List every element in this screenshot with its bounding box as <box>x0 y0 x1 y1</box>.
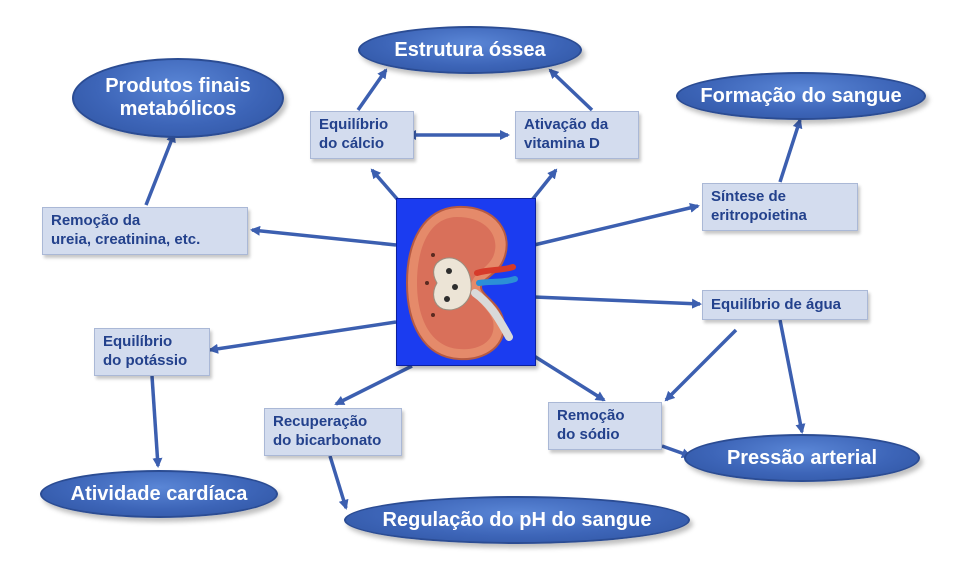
produtos-finais-label: Produtos finais metabólicos <box>105 75 251 120</box>
equilibrio-potassio-label: Equilíbrio do potássio <box>103 333 188 369</box>
atividade-cardiaca-label: Atividade cardíaca <box>70 482 248 505</box>
formacao-sangue-label: Formação do sangue <box>700 84 902 107</box>
arrow-center-to-potassio <box>208 320 397 354</box>
equilibrio-calcio-label: Equilíbrio do cálcio <box>319 116 389 152</box>
equilibrio-agua-label: Equilíbrio de água <box>711 295 842 313</box>
box-remocao-ureia: Remoção da ureia, creatinina, etc. <box>42 207 248 255</box>
box-equilibrio-calcio: Equilíbrio do cálcio <box>310 111 414 159</box>
arrow-center-to-bicarbonato <box>334 364 413 406</box>
box-recuperacao-bicarbonato: Recuperação do bicarbonato <box>264 408 402 456</box>
box-sintese-eritropoietina: Síntese de eritropoietina <box>702 183 858 231</box>
oval-regulacao-ph: Regulação do pH do sangue <box>344 496 690 544</box>
pressao-arterial-label: Pressão arterial <box>726 446 878 469</box>
kidney-image <box>396 198 536 366</box>
box-ativacao-vitamina-d: Ativação da vitamina D <box>515 111 639 159</box>
oval-estrutura-ossea: Estrutura óssea <box>358 26 582 74</box>
arrow-center-to-sodio <box>533 354 606 402</box>
arrow-agua-to-sodio <box>664 328 738 402</box>
oval-pressao-arterial: Pressão arterial <box>684 434 920 482</box>
remocao-sodio-label: Remoção do sódio <box>557 407 625 443</box>
kidney-icon <box>405 205 518 361</box>
arrow-center-to-vitamina-d <box>530 168 558 202</box>
box-remocao-sodio: Remoção do sódio <box>548 402 662 450</box>
oval-produtos-finais: Produtos finais metabólicos <box>72 58 284 138</box>
arrow-center-to-calcio <box>370 168 400 202</box>
arrow-center-to-agua <box>533 295 702 309</box>
oval-formacao-sangue: Formação do sangue <box>676 72 926 120</box>
oval-atividade-cardiaca: Atividade cardíaca <box>40 470 278 518</box>
arrow-bicarbonato-to-ph <box>328 455 349 510</box>
remocao-ureia-label: Remoção da ureia, creatinina, etc. <box>51 212 201 248</box>
sintese-eritropoietina-label: Síntese de eritropoietina <box>711 188 807 224</box>
box-equilibrio-agua: Equilíbrio de água <box>702 290 868 320</box>
arrow-ureia-to-produtos <box>144 132 176 206</box>
recuperacao-bicarbonato-label: Recuperação do bicarbonato <box>273 413 382 449</box>
estrutura-ossea-label: Estrutura óssea <box>394 38 546 61</box>
arrow-vitamina-d-to-estrutura <box>548 68 594 112</box>
arrow-center-to-eritropoietina <box>533 202 700 247</box>
arrow-agua-to-pressao <box>778 319 806 434</box>
arrow-potassio-to-atividade <box>150 375 163 468</box>
regulacao-ph-label: Regulação do pH do sangue <box>382 508 652 531</box>
box-equilibrio-potassio: Equilíbrio do potássio <box>94 328 210 376</box>
arrow-center-to-ureia <box>250 225 397 247</box>
ativacao-vitamina-d-label: Ativação da vitamina D <box>524 116 609 152</box>
arrow-eritropoietina-to-formacao <box>778 118 803 183</box>
arrow-calcio-to-estrutura <box>356 68 388 112</box>
